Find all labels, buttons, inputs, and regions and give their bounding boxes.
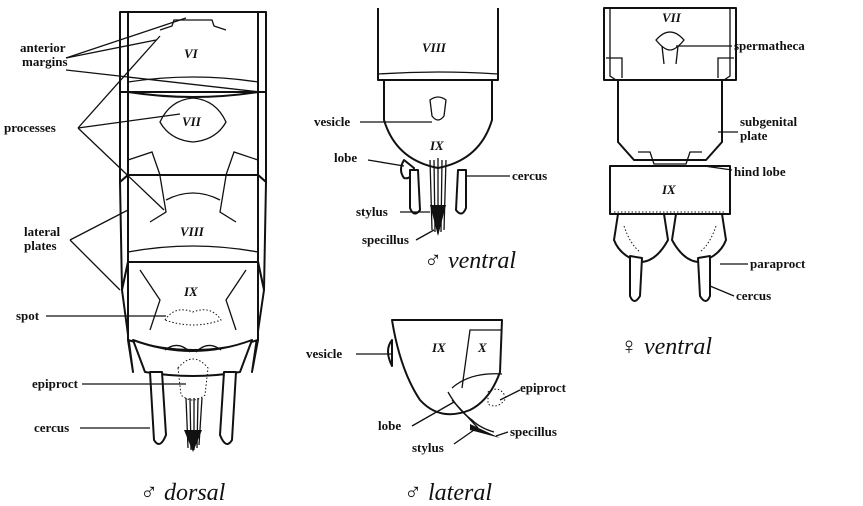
segment-IX: IX (429, 138, 444, 153)
label-spermatheca: spermatheca (734, 38, 805, 53)
label-anterior: anterior (20, 40, 66, 55)
segment-IX: IX (183, 284, 198, 299)
label-specillus: specillus (510, 424, 557, 439)
segment-IX: IX (661, 182, 676, 197)
label-epiproct: epiproct (32, 376, 79, 391)
male-lateral-drawing (388, 320, 506, 438)
label-margins: margins (22, 54, 68, 69)
label-subgenital: subgenital (740, 114, 797, 129)
caption-female-ventral: ♀ ventral (620, 334, 712, 360)
label-stylus: stylus (356, 204, 388, 219)
segment-VI: VI (184, 46, 199, 61)
label-processes: processes (4, 120, 56, 135)
label-cercus: cercus (34, 420, 69, 435)
female-ventral-drawing (604, 8, 736, 301)
segment-X: X (477, 340, 487, 355)
segment-IX: IX (431, 340, 446, 355)
segment-VIII: VIII (180, 224, 205, 239)
label-paraproct: paraproct (750, 256, 806, 271)
label-epiproct: epiproct (520, 380, 567, 395)
caption-male-lateral: ♂ lateral (404, 480, 492, 506)
label-spot: spot (16, 308, 40, 323)
caption-male-ventral: ♂ ventral (424, 248, 516, 274)
segment-VII: VII (662, 10, 682, 25)
label-cercus: cercus (512, 168, 547, 183)
label-specillus: specillus (362, 232, 409, 247)
label-hind-lobe: hind lobe (734, 164, 786, 179)
label-vesicle: vesicle (306, 346, 342, 361)
label-lobe: lobe (378, 418, 401, 433)
label-stylus: stylus (412, 440, 444, 455)
label-vesicle: vesicle (314, 114, 350, 129)
label-lateral: lateral (24, 224, 60, 239)
label-cercus: cercus (736, 288, 771, 303)
label-lobe: lobe (334, 150, 357, 165)
caption-male-dorsal: ♂ dorsal (140, 480, 226, 506)
label-plate: plate (740, 128, 768, 143)
segment-VII: VII (182, 114, 202, 129)
label-plates: plates (24, 238, 57, 253)
segment-VIII: VIII (422, 40, 447, 55)
